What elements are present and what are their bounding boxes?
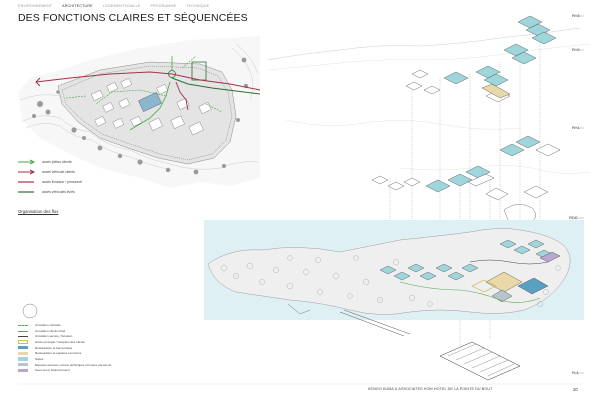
legend-row: accès véhicules livrés: [18, 187, 82, 197]
legend-row: Restauration et bar-terrasse: [18, 345, 111, 351]
section-label: Organisation des flux: [18, 209, 59, 214]
level-label-rdc: RDC: [569, 215, 578, 220]
legend-swatch: [18, 357, 28, 361]
site-plan-small: [18, 36, 261, 188]
legend-row: accès livraison / personnel: [18, 177, 82, 187]
legend-swatch: [18, 345, 28, 350]
legend-swatch: [18, 362, 28, 367]
legend-label: Restauration et bar-terrasse: [35, 345, 73, 350]
delivery-line-icon: [18, 179, 36, 185]
level-label-r2: R+2: [572, 47, 580, 52]
level-label-r1: R+1: [572, 125, 580, 130]
legend-label: circulation verticale: [35, 322, 61, 327]
legend-row: circulation verticale: [18, 322, 111, 328]
legend-label: accès véhicules livrés: [42, 190, 75, 194]
delivered-vehicles-line-icon: [18, 189, 36, 195]
vehicle-arrow-icon: [18, 169, 36, 175]
legend-row: Sous-sol et stationnement: [18, 368, 111, 374]
site-plan-large: [204, 220, 584, 337]
legend-swatch: [18, 351, 28, 355]
program-legend: circulation verticale circulation client…: [18, 322, 111, 373]
flux-legend: accès piéton clients accès véhicule clie…: [18, 157, 82, 197]
legend-row: circulation clients hôtel: [18, 328, 111, 334]
nav-item[interactable]: ENVIRONNEMENT: [18, 4, 53, 8]
legend-label: accès véhicule clients: [42, 170, 75, 174]
legend-swatch: [18, 324, 28, 326]
nav-item[interactable]: PROGRAMME: [150, 4, 177, 8]
legend-label: Restauration et espaces communs: [35, 351, 82, 356]
legend-swatch: [18, 368, 28, 373]
level-label-r-1: R-1: [572, 370, 579, 375]
legend-label: Sous-sol et stationnement: [35, 368, 70, 373]
legend-row: Espaces annexes, locaux techniques et lo…: [18, 362, 111, 368]
legend-swatch: [18, 336, 28, 338]
legend-label: accès principal / réception des clients: [35, 339, 85, 344]
legend-swatch: [18, 340, 28, 344]
nav-item[interactable]: TECHNIQUE: [186, 4, 210, 8]
legend-label: circulation clients hôtel: [35, 328, 66, 333]
level-label-r3: R+3: [572, 13, 580, 18]
north-arrow-icon: [22, 303, 38, 319]
page-title: DES FONCTIONS CLAIRES ET SÉQUENCÉES: [18, 12, 248, 24]
legend-row: accès véhicule clients: [18, 167, 82, 177]
section-nav: ENVIRONNEMENT ARCHITECTURE LOGEMENTS/SAL…: [18, 4, 209, 8]
page-number: 20: [573, 387, 578, 392]
legend-row: Suites: [18, 356, 111, 362]
legend-label: accès piéton clients: [42, 160, 72, 164]
legend-label: Suites: [35, 356, 44, 361]
nav-item-active[interactable]: ARCHITECTURE: [62, 4, 93, 8]
legend-row: circulation service / livraison: [18, 333, 111, 339]
pedestrian-arrow-icon: [18, 159, 36, 165]
legend-label: accès livraison / personnel: [42, 180, 82, 184]
legend-row: accès piéton clients: [18, 157, 82, 167]
basement-plan: [439, 341, 521, 381]
legend-label: circulation service / livraison: [35, 334, 73, 339]
nav-item[interactable]: LOGEMENTS/SALLE: [102, 4, 141, 8]
exploded-axonometric: [267, 15, 591, 350]
legend-row: accès principal / réception des clients: [18, 339, 111, 345]
legend-row: Restauration et espaces communs: [18, 350, 111, 356]
legend-swatch: [18, 330, 28, 332]
footer-credits: KENGO KUMA & ASSOCIATES HOM HOTEL DE LA …: [368, 387, 493, 391]
legend-label: Espaces annexes, locaux techniques et lo…: [35, 362, 112, 367]
